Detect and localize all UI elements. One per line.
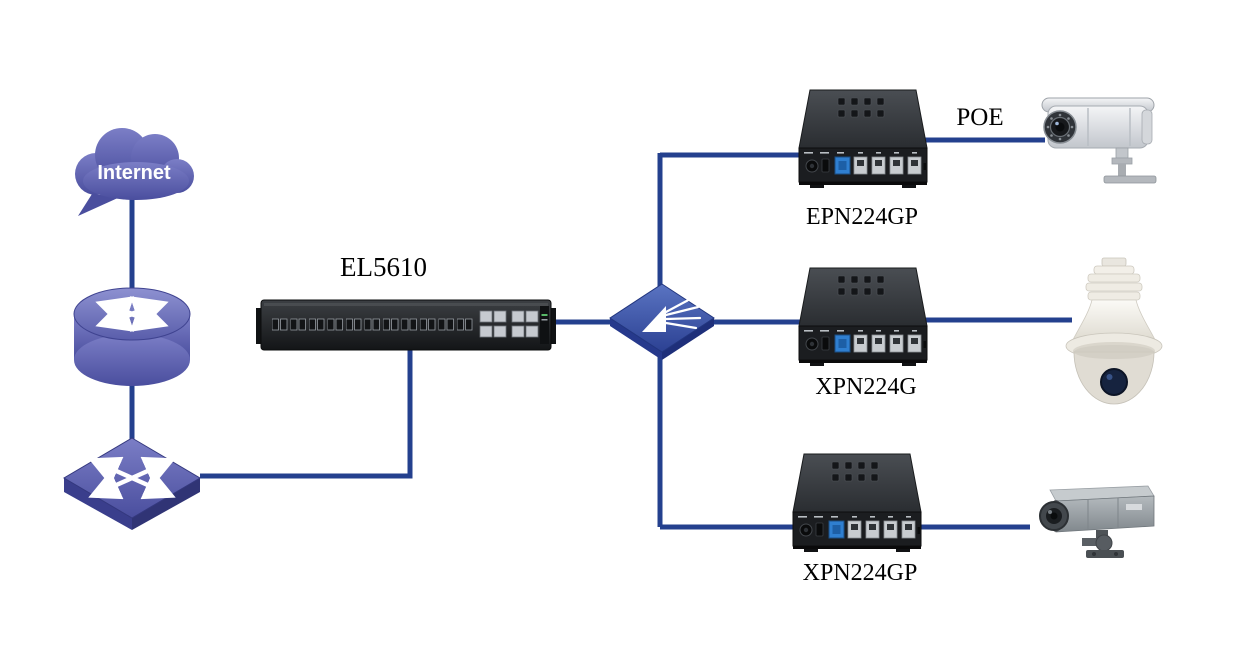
- onu-bottom-label: XPN224GP: [802, 560, 918, 586]
- olt-rack-switch-icon: [256, 292, 556, 358]
- dome-camera-icon: [1058, 256, 1170, 418]
- olt-label: EL5610: [340, 252, 427, 282]
- internet-cloud-icon: Internet: [58, 112, 208, 217]
- onu-middle-label: XPN224G: [815, 374, 917, 400]
- lan-switch-icon: [58, 434, 206, 536]
- router-icon: [70, 282, 195, 394]
- internet-label: Internet: [97, 162, 171, 184]
- poe-label: POE: [956, 104, 1004, 131]
- optical-splitter-icon: [606, 280, 718, 360]
- box-camera-icon: [1016, 480, 1161, 572]
- onu-middle-icon: [790, 262, 935, 378]
- link-switch-olt: [200, 348, 413, 479]
- onu-top-icon: [790, 84, 935, 200]
- onu-bottom-icon: [784, 448, 929, 564]
- bullet-camera-icon: [1028, 84, 1163, 202]
- onu-top-label: EPN224GP: [805, 204, 919, 230]
